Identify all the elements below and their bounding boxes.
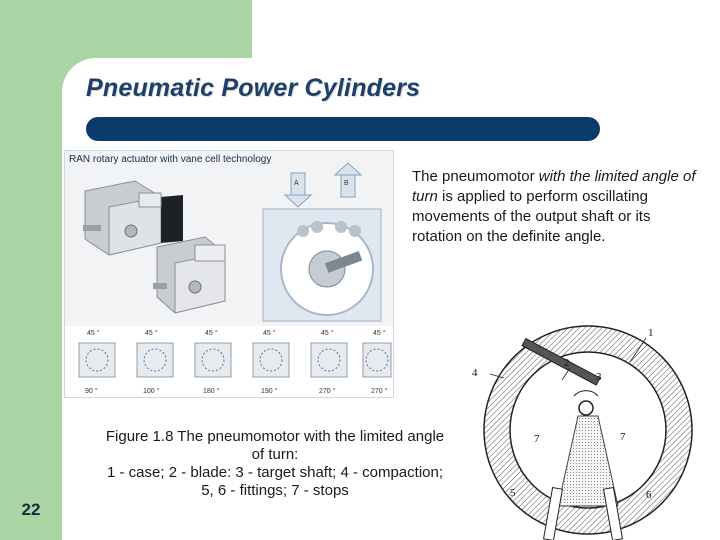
svg-text:90 °: 90 ° <box>85 387 98 395</box>
svg-text:45 °: 45 ° <box>263 329 276 337</box>
svg-text:B: B <box>344 180 349 187</box>
description-part3: is applied to perform oscillating moveme… <box>412 188 650 245</box>
label-5: 5 <box>510 487 516 499</box>
svg-text:190 °: 190 ° <box>261 387 278 395</box>
svg-text:180 °: 180 ° <box>203 387 220 395</box>
slide-number: 22 <box>14 500 48 520</box>
svg-text:100 °: 100 ° <box>143 387 160 395</box>
green-side-strip <box>0 0 62 540</box>
actuator-body-front <box>153 237 225 313</box>
vane-cross-section <box>263 209 381 321</box>
svg-text:A: A <box>294 180 299 187</box>
title-underline-bar <box>86 117 600 141</box>
caption-legend: 1 - case; 2 - blade: 3 - target shaft; 4… <box>107 464 443 499</box>
description-text: The pneumomotor with the limited angle o… <box>412 167 702 247</box>
angle-options-strip: 45 ° 45 ° 45 ° 45 ° 45 ° 45 ° <box>65 326 393 397</box>
actuator-figure: RAN rotary actuator with vane cell techn… <box>64 150 394 398</box>
description-part1: The pneumomotor <box>412 168 539 185</box>
svg-text:45 °: 45 ° <box>87 329 100 337</box>
label-7-right: 7 <box>620 431 626 443</box>
svg-text:45 °: 45 ° <box>321 329 334 337</box>
caption-title: Figure 1.8 The pneumomotor with the limi… <box>100 428 450 464</box>
svg-text:45 °: 45 ° <box>373 329 386 337</box>
label-6: 6 <box>646 489 652 501</box>
label-2: 2 <box>564 357 570 369</box>
target-shaft <box>579 401 593 415</box>
label-1: 1 <box>648 327 654 339</box>
slide-title: Pneumatic Power Cylinders <box>86 74 420 103</box>
label-3: 3 <box>596 371 602 383</box>
actuator-body-rear <box>83 181 183 255</box>
figure-1-8-caption: Figure 1.8 The pneumomotor with the limi… <box>100 428 450 500</box>
label-4: 4 <box>472 367 478 379</box>
svg-text:270 °: 270 ° <box>319 387 336 395</box>
svg-text:270 °: 270 ° <box>371 387 388 395</box>
label-7-left: 7 <box>534 433 540 445</box>
air-port-arrows: A B <box>285 163 361 207</box>
svg-text:45 °: 45 ° <box>145 329 158 337</box>
actuator-illustration: A B 45 ° 45 ° 45 ° 45 ° 45 ° 45 ° <box>65 151 393 397</box>
svg-text:45 °: 45 ° <box>205 329 218 337</box>
pneumomotor-diagram: 1 2 3 4 5 6 7 7 <box>470 318 710 540</box>
